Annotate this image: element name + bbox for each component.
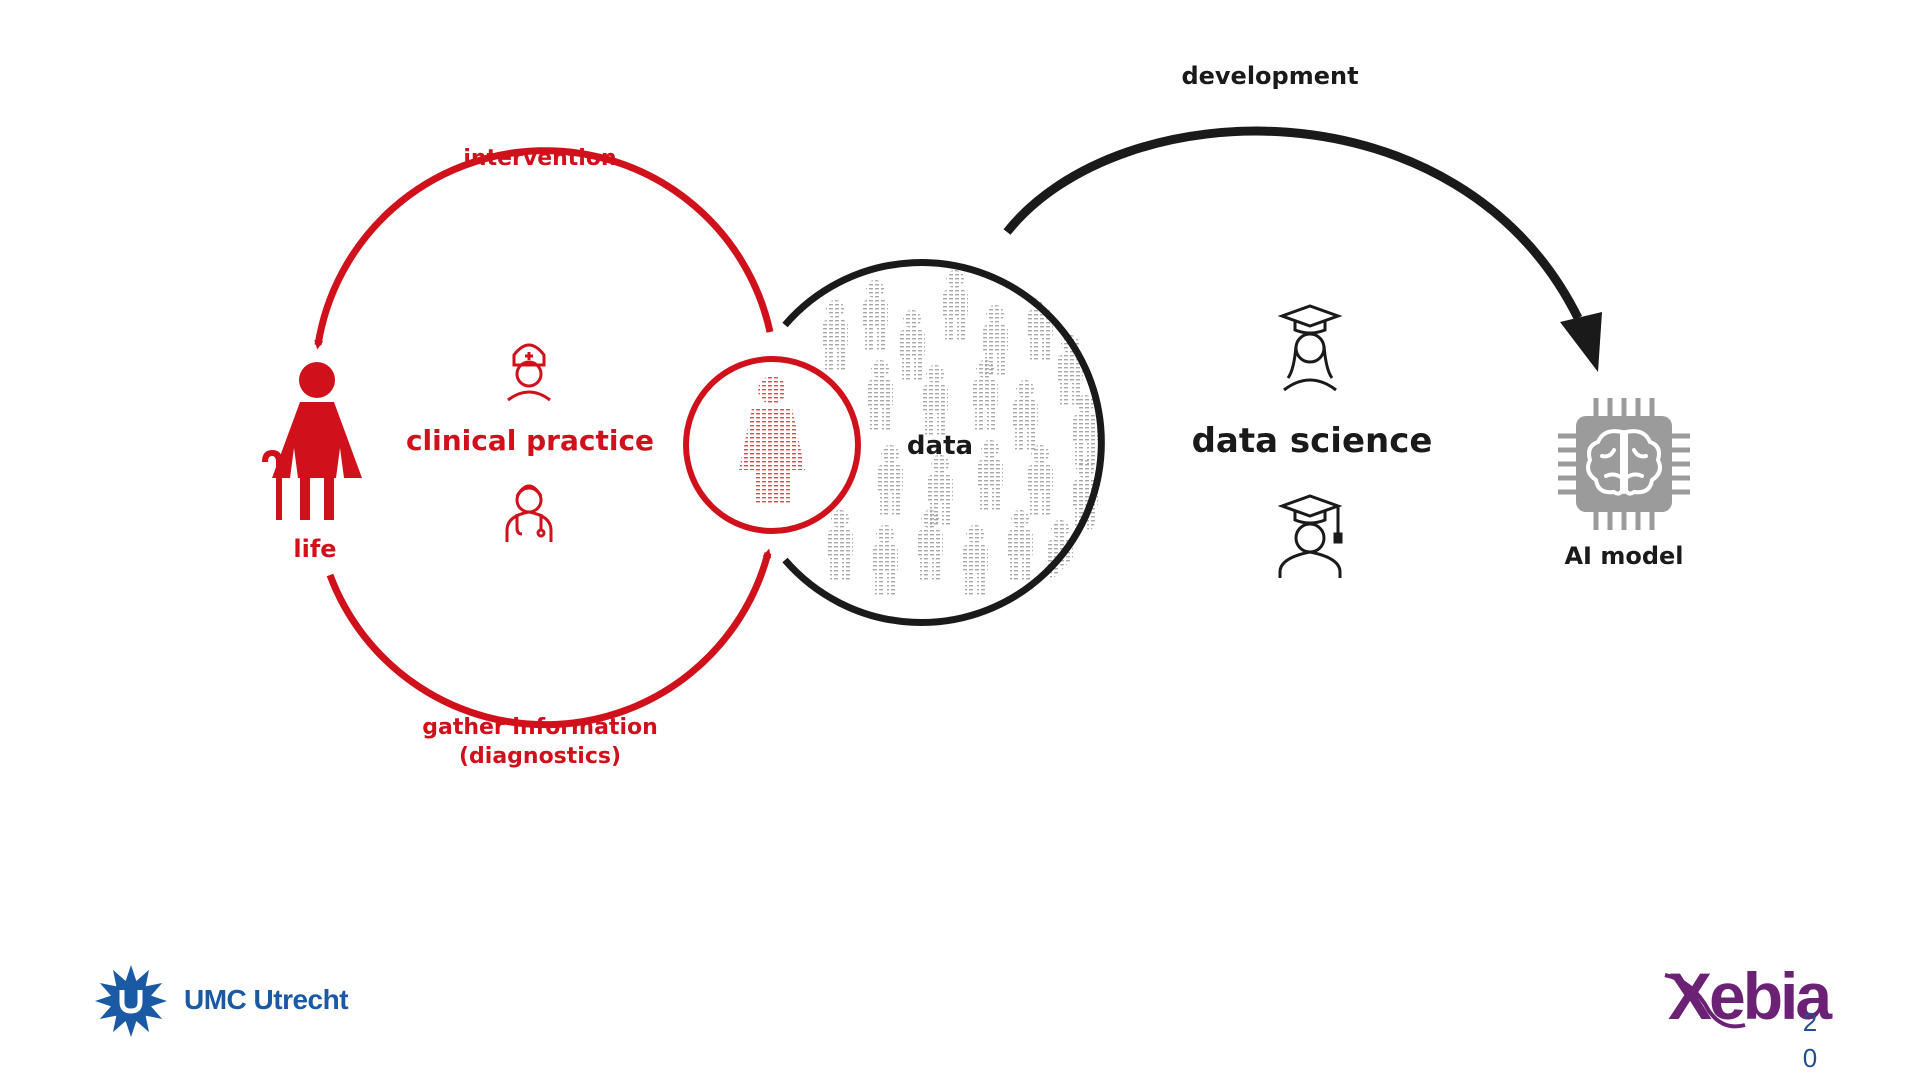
data-circle (782, 259, 1105, 626)
gather-information-arrow (326, 548, 772, 729)
data-label: data (907, 431, 973, 461)
umc-star-logo-icon (95, 965, 167, 1037)
nurse-icon (507, 343, 551, 402)
gather-information-label: gather information (422, 715, 658, 740)
clinical-practice-label: clinical practice (406, 424, 654, 457)
development-label: development (1181, 62, 1358, 90)
diagnostics-label: (diagnostics) (459, 744, 621, 769)
data-science-label: data science (1192, 421, 1433, 461)
umc-logo-text: UMC Utrecht (184, 984, 349, 1015)
graduate-male-icon (1277, 494, 1343, 578)
development-arrowhead (1560, 312, 1602, 372)
life-label: life (293, 535, 336, 563)
doctor-icon (505, 484, 553, 542)
xebia-logo-text: Xebia (1668, 959, 1832, 1033)
ai-chip-brain-icon (1558, 398, 1690, 530)
graduate-female-icon (1277, 304, 1343, 392)
elderly-woman-icon (262, 362, 362, 520)
page-number: 20 (1802, 1007, 1818, 1073)
person-data-icon (739, 376, 805, 505)
ai-model-label: AI model (1564, 542, 1683, 570)
xebia-logo-icon (1664, 973, 1746, 1029)
intervention-label: intervention (463, 146, 616, 171)
development-arrow (1003, 126, 1583, 321)
intervention-arrow (314, 147, 774, 350)
